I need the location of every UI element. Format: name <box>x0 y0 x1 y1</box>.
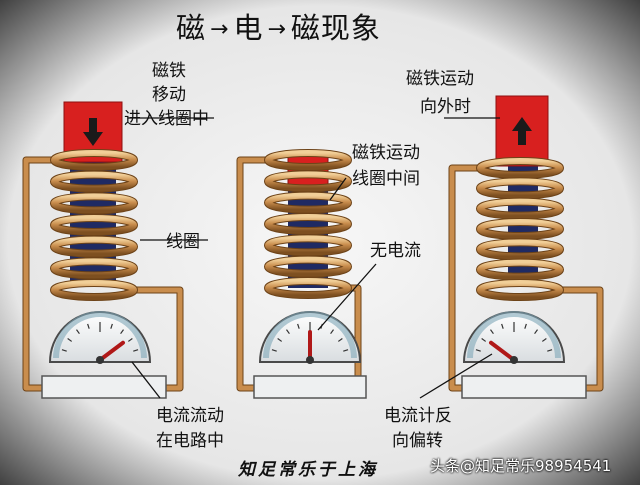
dial-tick <box>330 329 334 335</box>
dial-tick <box>76 329 80 335</box>
coil-turn <box>265 256 351 277</box>
leader-line <box>419 353 493 399</box>
coil-turn <box>265 235 351 256</box>
coil-turn <box>477 198 563 219</box>
label-left-magnet-2: 移动 <box>152 85 186 105</box>
arrow-up-icon <box>512 117 532 145</box>
coil-turn <box>265 192 351 213</box>
dial-tick <box>277 338 283 342</box>
coil-turn <box>51 150 137 170</box>
apparatus-group <box>22 95 604 399</box>
dial-tick <box>524 323 527 329</box>
dial-tick <box>120 329 124 335</box>
label-reverse-2: 向偏转 <box>392 431 443 451</box>
galvanometer-base <box>461 375 587 399</box>
needle-pivot <box>510 356 518 364</box>
dial-tick <box>337 338 343 342</box>
dial-scale-band <box>53 311 147 359</box>
coil-turn <box>477 280 563 300</box>
dial-tick <box>481 338 487 342</box>
apparatus-3 <box>448 95 604 399</box>
coil-turn <box>51 258 137 279</box>
coil-turn <box>51 193 137 214</box>
dial-tick <box>547 349 553 352</box>
label-middle-magnet-1: 磁铁运动 <box>352 143 420 163</box>
needle-pivot <box>96 356 104 364</box>
dial-tick <box>61 349 67 352</box>
dial-scale-band <box>467 311 561 359</box>
dial-tick <box>490 329 494 335</box>
label-left-magnet-3: 进入线圈中 <box>124 109 209 129</box>
apparatus-2 <box>236 149 367 399</box>
label-right-magnet-1: 磁铁运动 <box>406 69 474 89</box>
dial-tick <box>343 349 349 352</box>
dial-tick <box>271 349 277 352</box>
title-arrow-1: → <box>210 17 230 42</box>
author-signature: 知足常乐于上海 <box>238 460 378 480</box>
dial-tick <box>133 349 139 352</box>
dial-tick <box>127 338 133 342</box>
dial-tick <box>67 338 73 342</box>
dial-tick <box>297 323 300 329</box>
coil-turn <box>265 171 351 192</box>
label-coil: 线圈 <box>166 232 200 252</box>
dial-tick <box>475 349 481 352</box>
dial-tick <box>541 338 547 342</box>
watermark: 头条@知足常乐98954541 <box>430 457 612 475</box>
label-right-magnet-2: 向外时 <box>420 97 471 117</box>
dial-scale-band <box>263 311 357 359</box>
label-left-magnet-1: 磁铁 <box>152 61 186 81</box>
needle-pivot <box>306 356 314 364</box>
coil-turn <box>51 215 137 235</box>
page-title: 磁→电→磁现象 <box>176 11 381 45</box>
label-current-flows-2: 在电路中 <box>156 431 224 451</box>
galvanometer-needle <box>489 340 516 362</box>
dial-tick <box>286 329 290 335</box>
coil-turn <box>265 214 351 234</box>
galvanometer-base <box>41 375 167 399</box>
coil-turn <box>51 171 137 192</box>
label-current-flows-1: 电流流动 <box>156 406 224 426</box>
coil-turn <box>477 178 563 199</box>
coil-turn <box>265 278 351 298</box>
coil-turn <box>477 239 563 260</box>
title-arrow-2: → <box>267 17 287 42</box>
coil-turn <box>51 236 137 257</box>
leader-line <box>329 177 347 201</box>
label-reverse-1: 电流计反 <box>384 406 452 426</box>
coil-turn <box>265 150 351 170</box>
dial-tick <box>110 323 113 329</box>
leader-line <box>131 361 161 399</box>
apparatus-1 <box>22 101 184 399</box>
coil-turn <box>477 158 563 178</box>
dial-tick <box>87 323 90 329</box>
dial-tick <box>501 323 504 329</box>
galvanometer-base <box>253 375 367 399</box>
arrow-down-icon <box>83 118 103 146</box>
coil-turn <box>477 259 563 280</box>
leader-line <box>317 263 377 331</box>
coil-turn <box>477 219 563 239</box>
label-middle-magnet-2: 线圈中间 <box>352 169 420 189</box>
circuit-wire <box>23 157 183 391</box>
dial-tick <box>534 329 538 335</box>
coil-turn <box>51 280 137 300</box>
label-no-current: 无电流 <box>370 241 421 261</box>
galvanometer-needle <box>98 340 125 362</box>
